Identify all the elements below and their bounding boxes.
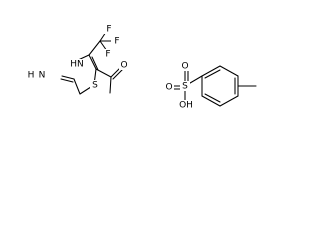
sulfonyl-oxygen-left-label: O (165, 83, 172, 93)
f3-label-background (103, 49, 113, 59)
bond-ring-4 (219, 95, 239, 107)
bond-carbonyl-o-double (112, 68, 124, 80)
fluorine-label-right: F (114, 37, 119, 47)
f2-label-background (111, 36, 121, 46)
carbonyl-o-label-background (119, 60, 129, 70)
thiazole-s-label-background (90, 80, 100, 91)
nh-label-background (70, 59, 84, 69)
bond-c2-imine-double (60, 78, 74, 83)
bond-n3-c2 (73, 78, 81, 95)
sulfonyl-s-label: S (182, 82, 188, 92)
bond-c5-c4 (88, 54, 97, 70)
bond-ring-2 (219, 65, 239, 77)
fluorine-label-bottom: F (105, 50, 110, 60)
amino-h-label: H (28, 71, 35, 81)
sulfonyl-oxygen-top-label: O (181, 62, 188, 72)
thiazole-s-label: S (92, 81, 98, 91)
carbonyl-oxygen-label: O (120, 61, 127, 71)
hydroxyl-label-background (176, 100, 196, 110)
left-oxygen-label-background (164, 82, 174, 92)
ring-nh-label: HN (70, 60, 84, 70)
bond-c2-imine (61, 75, 75, 80)
bond-carbonyl-methyl (109, 76, 112, 94)
hydroxyl-label: OH (179, 101, 193, 111)
bond-ring-double-1 (204, 69, 221, 79)
bond-c5-carbonyl (95, 68, 112, 78)
tosylate-molecule: S O O OH (164, 61, 257, 111)
bond-ring-double-3 (204, 93, 221, 103)
amino-n-label: N (39, 71, 46, 81)
bond-c4-cf3 (88, 40, 101, 56)
top-oxygen-label-background (180, 61, 190, 71)
f1-label-background (104, 24, 114, 34)
amino-label-background (27, 69, 44, 80)
chemical-structure-diagram: H N HN S F F F O S O (27, 24, 257, 111)
bond-ring-5 (201, 95, 221, 107)
aminothiazole-molecule: H N HN S F F F O (27, 24, 129, 95)
sulfonyl-s-label-background (180, 81, 190, 91)
bond-ring-1 (201, 65, 221, 77)
fluorine-label-top: F (106, 25, 111, 35)
bond-c4-c5-double (91, 56, 99, 71)
